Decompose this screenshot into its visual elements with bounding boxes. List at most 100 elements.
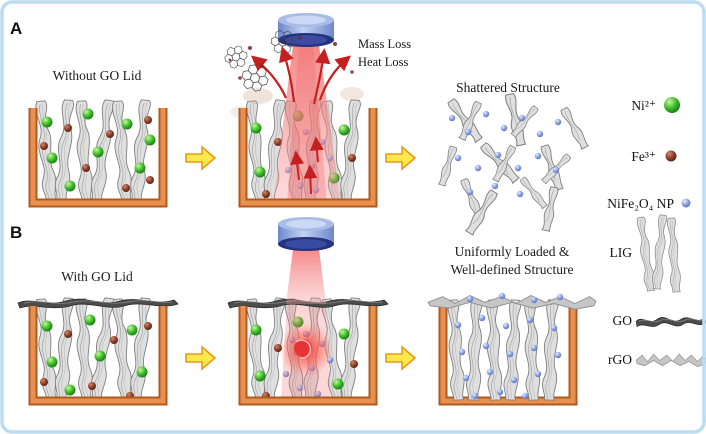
nife2o4-np bbox=[466, 295, 474, 303]
heat-loss-label: Heat Loss bbox=[358, 55, 408, 69]
ni-ion bbox=[121, 118, 133, 130]
lig-sheet bbox=[338, 99, 363, 201]
lig-sheet bbox=[128, 99, 153, 201]
nife2o4-np bbox=[314, 390, 322, 398]
process-arrow bbox=[385, 146, 416, 170]
escape-arrow bbox=[250, 55, 288, 99]
nife2o4-np bbox=[296, 384, 304, 392]
nife2o4-np bbox=[464, 128, 472, 136]
laser-head bbox=[278, 13, 334, 47]
nife2o4-np bbox=[454, 321, 462, 329]
ni-ion bbox=[136, 366, 148, 378]
nife2o4-np bbox=[458, 348, 466, 356]
fe-ion bbox=[262, 190, 270, 198]
lig-fragment bbox=[437, 145, 459, 187]
panel-a-label: A bbox=[10, 19, 22, 38]
legend-label-ni: Ni²⁺ bbox=[631, 98, 656, 113]
escaping-specks bbox=[228, 36, 354, 80]
fe-ion-icon bbox=[665, 150, 677, 162]
mass-loss-arrows bbox=[250, 46, 352, 105]
ni-ion bbox=[41, 116, 53, 128]
fe-ion bbox=[40, 142, 48, 150]
fe-ion bbox=[350, 360, 358, 368]
lig-sheet bbox=[541, 299, 560, 401]
speck bbox=[260, 64, 264, 68]
lig-fragment bbox=[559, 106, 590, 151]
nife2o4-np bbox=[554, 351, 562, 359]
nife2o4-np bbox=[550, 324, 558, 332]
speck bbox=[298, 36, 302, 40]
nife2o4-np bbox=[482, 110, 490, 118]
nife2o4-np bbox=[478, 314, 486, 322]
nife2o4-np bbox=[506, 350, 514, 358]
ni-ion bbox=[250, 122, 262, 134]
ni-ion bbox=[64, 384, 76, 396]
lig-sheet bbox=[484, 299, 503, 401]
ni-ion bbox=[92, 146, 104, 158]
nife2o4-np bbox=[530, 344, 538, 352]
lig-sheet bbox=[665, 217, 682, 293]
nife2o4-np bbox=[518, 114, 526, 122]
lig-sheet bbox=[53, 297, 76, 399]
lig-sheet bbox=[502, 299, 523, 401]
red-glow-core bbox=[294, 339, 312, 357]
ni-ion bbox=[46, 152, 58, 164]
fe-ion bbox=[64, 330, 72, 338]
lig-sheet bbox=[651, 214, 669, 290]
nife2o4-np bbox=[510, 376, 518, 384]
ni-ion bbox=[254, 166, 266, 178]
nife2o4-np bbox=[491, 182, 499, 190]
nife2o4-np bbox=[494, 151, 502, 159]
lig-sheet bbox=[465, 299, 484, 401]
nife2o4-np bbox=[554, 118, 562, 126]
b1-ni-ion-dots bbox=[41, 314, 148, 396]
ni-ion bbox=[338, 124, 350, 136]
nife2o4-np bbox=[454, 154, 462, 162]
ni-ion bbox=[64, 180, 76, 192]
without-go-lid-label: Without GO Lid bbox=[53, 68, 142, 83]
nife2o4-np bbox=[482, 342, 490, 350]
fe-ion bbox=[64, 124, 72, 132]
legend-label-go: GO bbox=[613, 313, 633, 328]
ni-ion bbox=[84, 314, 96, 326]
nife2o4-np bbox=[498, 292, 506, 300]
b2-ni-ion-dots bbox=[250, 316, 350, 390]
nife2o4-np bbox=[474, 164, 482, 172]
ni-ion bbox=[338, 328, 350, 340]
legend: Ni²⁺ Fe³⁺ NiFe₂O₄ NP LIG GO rGO bbox=[607, 97, 706, 368]
ni-ion bbox=[94, 350, 106, 362]
lig-sheet bbox=[109, 298, 134, 400]
laser-beam bbox=[286, 249, 326, 304]
process-arrow bbox=[185, 146, 216, 170]
legend-label-nife2o4: NiFe₂O₄ NP bbox=[607, 196, 674, 211]
with-go-lid-label: With GO Lid bbox=[61, 269, 133, 284]
speck bbox=[238, 76, 242, 80]
nife2o4-np bbox=[502, 322, 510, 330]
nife2o4-np bbox=[536, 130, 544, 138]
uniform-structure-label-line2: Well-defined Structure bbox=[451, 262, 574, 277]
up-arrow bbox=[309, 136, 324, 163]
nife2o4-np bbox=[466, 188, 474, 196]
b3-nife2o4-dots bbox=[454, 292, 564, 400]
carbon-hexagon-cluster bbox=[222, 43, 249, 71]
vapor-smudge bbox=[243, 88, 273, 104]
ni-ion bbox=[332, 378, 344, 390]
nife2o4-np bbox=[462, 374, 470, 382]
ni-ion bbox=[144, 134, 156, 146]
fe-ion bbox=[274, 138, 282, 146]
speck bbox=[350, 70, 354, 74]
laser-beam bbox=[273, 45, 341, 203]
escape-arrow bbox=[279, 46, 296, 103]
lig-icon bbox=[635, 214, 682, 293]
fe-ion bbox=[144, 322, 152, 330]
ni-ion-icon bbox=[664, 97, 680, 113]
fe-ion bbox=[106, 130, 114, 138]
up-arrow bbox=[290, 150, 305, 181]
nife2o4-np bbox=[496, 388, 504, 396]
nife2o4-np bbox=[500, 124, 508, 132]
laser-head bbox=[278, 217, 334, 251]
escape-arrow bbox=[312, 48, 331, 105]
fe-ion bbox=[40, 378, 48, 386]
a2-vapor-smudges bbox=[230, 87, 364, 118]
